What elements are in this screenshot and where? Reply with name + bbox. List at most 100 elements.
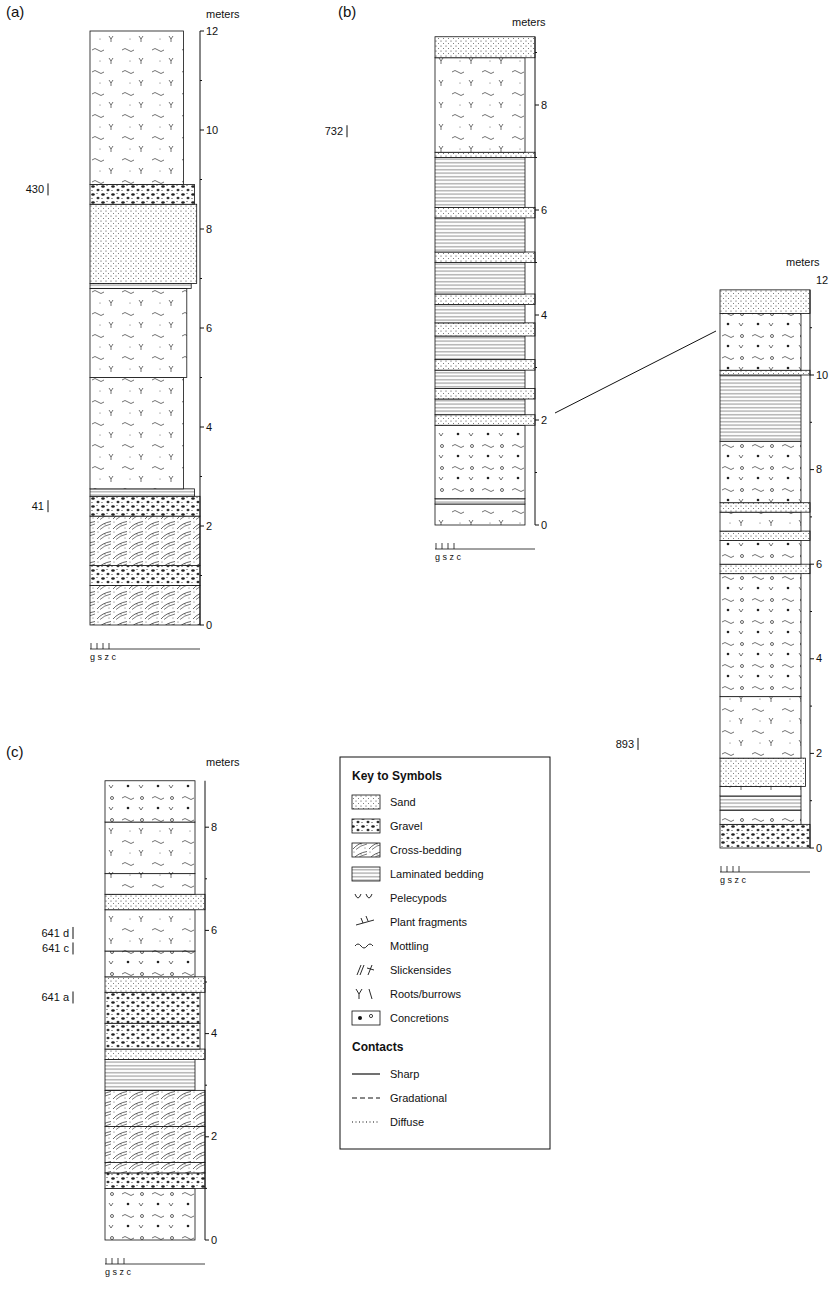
grain-size-tick — [109, 643, 110, 649]
bed — [435, 425, 525, 499]
legend-symbol — [355, 894, 372, 898]
legend-label: Plant fragments — [390, 916, 467, 929]
bed — [105, 1049, 205, 1059]
grain-size-tick — [448, 543, 449, 549]
bed — [105, 951, 195, 977]
bed — [435, 37, 535, 58]
grain-size-tick — [721, 866, 722, 872]
bed — [720, 375, 801, 441]
depth-number: 2 — [541, 414, 547, 427]
sample-marker — [48, 183, 49, 195]
bed — [720, 370, 810, 375]
bed — [435, 415, 535, 426]
legend-label: Pelecypods — [390, 892, 447, 905]
label: meters — [206, 8, 240, 21]
depth-tick — [810, 422, 812, 423]
panel-letter: (a) — [6, 3, 24, 20]
bed — [435, 252, 535, 263]
bed — [105, 977, 205, 992]
legend-label: Mottling — [390, 940, 429, 953]
legend-symbol — [357, 965, 374, 975]
depth-number: 4 — [206, 421, 212, 434]
depth-number: 8 — [816, 463, 822, 476]
grain-size-ruler — [435, 549, 535, 550]
depth-tick — [535, 367, 537, 368]
bed — [90, 31, 184, 184]
bed — [105, 1023, 200, 1049]
correlation-line — [555, 331, 716, 413]
depth-number: 2 — [211, 1130, 217, 1143]
bed — [90, 566, 200, 586]
bed — [435, 504, 525, 525]
depth-tick — [200, 328, 204, 329]
bed — [435, 305, 525, 323]
sample-number: 641 c — [42, 942, 69, 955]
depth-tick — [200, 31, 204, 32]
bed — [720, 512, 801, 531]
depth-number: 8 — [211, 821, 217, 834]
depth-tick — [200, 575, 202, 576]
depth-tick — [810, 800, 812, 801]
bed — [720, 564, 810, 573]
depth-axis — [205, 781, 206, 1240]
depth-number: 6 — [211, 924, 217, 937]
depth-tick — [200, 229, 204, 230]
depth-tick — [810, 753, 814, 754]
legend-label: Slickensides — [390, 964, 451, 977]
depth-axis — [810, 290, 811, 848]
bed — [720, 796, 801, 810]
sample-number: 430 — [26, 183, 44, 196]
depth-tick — [810, 469, 814, 470]
depth-tick — [535, 472, 537, 473]
bed — [90, 288, 187, 377]
depth-number: 2 — [816, 747, 822, 760]
grain-size-tick — [442, 543, 443, 549]
bed — [720, 531, 810, 540]
bed — [720, 697, 801, 758]
depth-tick — [535, 420, 539, 421]
legend-symbol — [356, 916, 374, 925]
bed — [105, 1126, 205, 1162]
grain-size-ruler — [720, 872, 810, 873]
depth-number: 6 — [206, 322, 212, 335]
bed — [90, 496, 200, 516]
bed — [90, 489, 195, 496]
bed — [435, 158, 525, 208]
depth-axis — [535, 37, 536, 525]
panel-letter: (c) — [6, 743, 24, 760]
depth-tick — [205, 827, 209, 828]
depth-tick — [205, 982, 207, 983]
sample-marker — [73, 942, 74, 954]
bed — [720, 787, 801, 796]
bed — [720, 824, 810, 848]
depth-tick — [205, 1085, 207, 1086]
bed — [105, 1173, 205, 1188]
sample-number: 732 — [325, 125, 343, 138]
grain-size-tick — [739, 866, 740, 872]
legend-symbol — [358, 1016, 362, 1020]
bed — [435, 389, 535, 400]
bed — [435, 218, 525, 252]
legend-symbol — [355, 944, 373, 948]
depth-tick — [810, 564, 814, 565]
bed — [435, 360, 535, 371]
grain-size-tick — [124, 1258, 125, 1264]
legend-symbol — [356, 989, 372, 999]
depth-tick — [810, 848, 814, 849]
depth-tick — [535, 210, 539, 211]
legend-label: Gravel — [390, 820, 422, 833]
depth-number: 0 — [211, 1234, 217, 1247]
bed — [90, 585, 200, 625]
label: g s z c — [90, 652, 116, 662]
bed — [105, 910, 195, 951]
depth-tick — [200, 130, 204, 131]
depth-tick — [200, 80, 202, 81]
bed — [435, 152, 535, 157]
legend-label: Roots/burrows — [390, 988, 461, 1001]
sample-number: 893 — [616, 738, 634, 751]
depth-tick — [205, 1188, 207, 1189]
depth-tick — [535, 52, 537, 53]
depth-number: 12 — [816, 274, 828, 287]
depth-tick — [200, 427, 204, 428]
depth-tick — [535, 157, 537, 158]
